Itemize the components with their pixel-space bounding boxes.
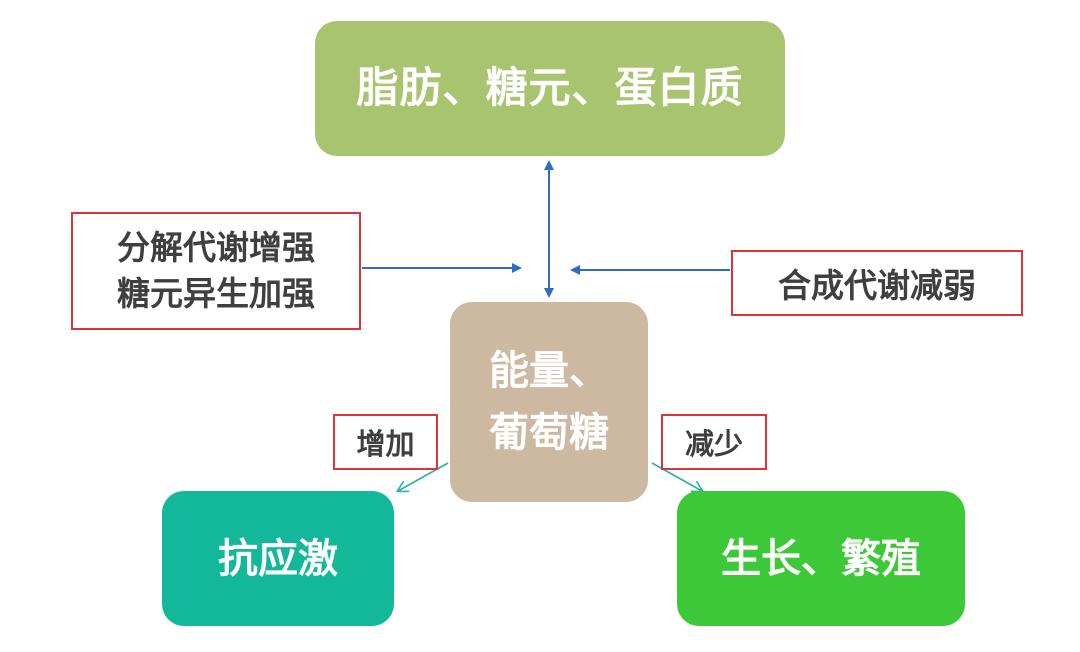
node-anti-stress: 抗应激 bbox=[162, 491, 394, 626]
label-catabolism-gluconeogenesis: 分解代谢增强 糖元异生加强 bbox=[71, 212, 361, 330]
node-energy-glucose: 能量、 葡萄糖 bbox=[450, 302, 648, 502]
node-fat-glycogen-protein: 脂肪、糖元、蛋白质 bbox=[315, 21, 785, 156]
label-decrease: 减少 bbox=[661, 414, 767, 470]
label-anabolism-weakened: 合成代谢减弱 bbox=[731, 250, 1023, 316]
label-increase: 增加 bbox=[333, 414, 438, 470]
node-growth-reproduction: 生长、繁殖 bbox=[677, 491, 965, 626]
